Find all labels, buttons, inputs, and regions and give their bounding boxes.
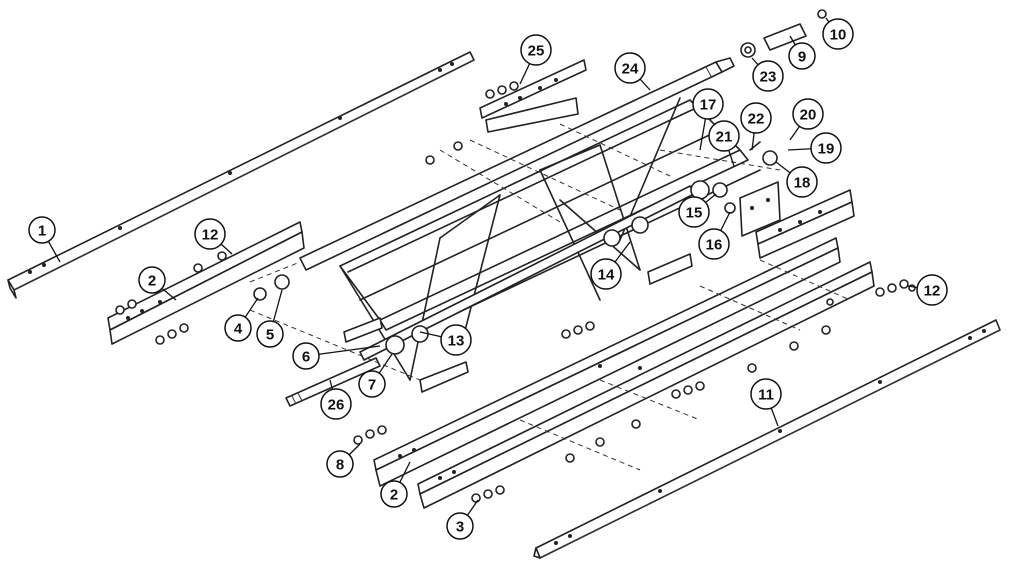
callout-c3: 3: [446, 499, 479, 540]
callout-c23: 23: [751, 57, 784, 92]
callout-number: 11: [758, 387, 774, 404]
callout-circle: [520, 34, 552, 66]
callout-circle: [792, 98, 824, 130]
callout-number: 1: [38, 223, 46, 240]
callout-number: 18: [794, 175, 811, 192]
callout-circle: [590, 258, 622, 290]
tube-part-24: [249, 57, 735, 283]
callout-number: 25: [528, 43, 545, 60]
callout-number: 3: [456, 519, 464, 536]
callout-c24: 24: [614, 52, 651, 91]
callout-circle: [194, 218, 226, 250]
drive-shaft: [359, 180, 710, 361]
callout-number: 12: [202, 227, 219, 244]
callout-circle: [614, 52, 646, 84]
callout-number: 2: [148, 273, 156, 290]
channel-bracket-part-25: [479, 59, 587, 133]
callout-circle: [678, 196, 710, 228]
callout-circle: [786, 166, 818, 198]
callout-c4: 4: [224, 297, 259, 342]
callout-c1: 1: [28, 216, 61, 263]
callout-c14: 14: [590, 241, 631, 290]
callout-circle: [752, 60, 784, 92]
callout-number: 16: [706, 237, 723, 254]
callout-circle: [822, 18, 854, 50]
callout-circle: [692, 88, 724, 120]
callout-c12a: 12: [194, 218, 233, 255]
callout-c19: 19: [787, 132, 842, 164]
callout-circle: [708, 120, 740, 152]
callout-c2a: 2: [138, 266, 177, 301]
callout-circle: [750, 378, 782, 410]
callout-number: 13: [448, 333, 465, 350]
callout-c6: 6: [292, 342, 381, 370]
callout-c20: 20: [789, 98, 824, 141]
callout-number: 23: [760, 69, 777, 86]
callout-circle: [326, 450, 354, 478]
callout-number: 14: [598, 267, 615, 284]
callout-number: 21: [716, 129, 733, 146]
callout-circle: [446, 512, 474, 540]
channel-rail-part-2-lower: [373, 237, 875, 509]
shaft-part-26: [285, 357, 381, 407]
callout-number: 15: [686, 205, 703, 222]
callout-number: 8: [336, 457, 344, 474]
callout-c9: 9: [788, 35, 816, 70]
callout-number: 10: [830, 27, 847, 44]
callout-number: 22: [748, 111, 765, 128]
alignment-lines: [249, 123, 851, 471]
callout-number: 2: [390, 487, 398, 504]
channel-bracket-part-2-upper: [107, 221, 305, 345]
callout-circle: [916, 274, 948, 306]
callout-c18: 18: [775, 161, 818, 198]
callout-c21: 21: [708, 120, 740, 167]
callout-circle: [788, 42, 816, 70]
callout-circle: [224, 314, 252, 342]
callout-c8: 8: [326, 443, 361, 478]
callout-circle: [740, 102, 772, 134]
callout-number: 4: [234, 321, 243, 338]
callout-c13: 13: [419, 324, 472, 356]
angle-rail-part-11: [533, 319, 1001, 559]
hardware-bolts: [115, 9, 916, 503]
callout-c7: 7: [358, 353, 393, 398]
callout-number: 19: [818, 141, 835, 158]
callout-c15: 15: [678, 193, 717, 228]
callout-number: 5: [266, 327, 274, 344]
callout-circle: [28, 216, 56, 244]
callout-circle: [810, 132, 842, 164]
callout-number: 24: [622, 61, 639, 78]
callout-number: 7: [368, 377, 376, 394]
callout-number: 26: [328, 397, 345, 414]
callout-number: 20: [800, 107, 817, 124]
callout-circle: [256, 320, 284, 348]
bearing-plate: [739, 181, 781, 237]
callout-c25: 25: [519, 34, 552, 85]
callout-c2b: 2: [380, 461, 411, 508]
callout-circle: [292, 342, 320, 370]
callout-circle: [320, 388, 352, 420]
callout-c22: 22: [740, 102, 772, 151]
callout-c16: 16: [698, 211, 731, 260]
callout-c11: 11: [750, 378, 782, 427]
callout-circle: [138, 266, 166, 294]
angle-rail-part-1: [7, 51, 475, 299]
callout-number: 12: [924, 283, 941, 300]
callout-number: 6: [302, 349, 310, 366]
callout-circle: [698, 228, 730, 260]
callout-number: 17: [700, 97, 717, 114]
callout-c17: 17: [692, 88, 724, 151]
callout-c12b: 12: [907, 274, 948, 306]
callout-c26: 26: [320, 379, 352, 420]
channel-bracket-right-upper: [755, 189, 855, 259]
callout-c5: 5: [256, 289, 284, 348]
callout-circle: [380, 480, 408, 508]
callout-c10: 10: [822, 17, 854, 50]
callout-circle: [358, 370, 386, 398]
callout-circle: [440, 324, 472, 356]
callout-number: 9: [798, 49, 806, 66]
